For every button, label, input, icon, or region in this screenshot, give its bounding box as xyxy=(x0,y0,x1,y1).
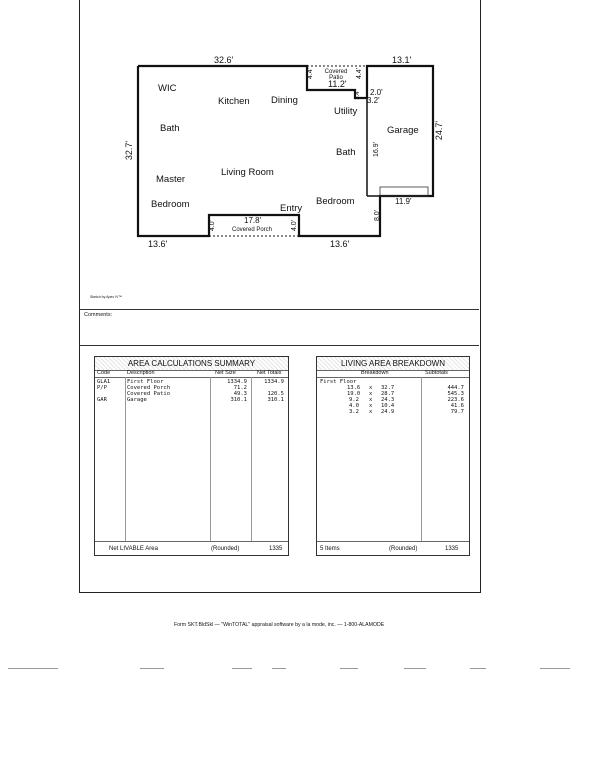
net-livable-label: Net LIVABLE Area xyxy=(109,546,158,552)
dim-porch-right: 4.0' xyxy=(291,219,299,232)
breakdown-row: 3.2 xyxy=(349,409,359,415)
area-col-desc: Description xyxy=(127,370,155,376)
room-entry: Entry xyxy=(280,203,303,214)
dim-right: 24.7' xyxy=(434,120,445,141)
room-bedroom-2: Bedroom xyxy=(316,196,355,207)
scan-artifact xyxy=(140,668,164,669)
living-breakdown-box: LIVING AREA BREAKDOWN Breakdown Subtotal… xyxy=(316,356,470,556)
dim-porch-left: 4.0' xyxy=(209,219,217,232)
room-garage: Garage xyxy=(387,125,419,136)
area-row: GLA1 xyxy=(97,379,111,385)
breakdown-total: 1335 xyxy=(445,546,459,552)
breakdown-section: First Floor xyxy=(320,379,357,385)
scan-artifact xyxy=(340,668,358,669)
house-outline xyxy=(136,64,435,238)
scan-artifact xyxy=(540,668,570,669)
breakdown-col: Breakdown xyxy=(361,370,389,376)
area-col-totals: Net Totals xyxy=(257,370,282,376)
room-bedroom-1: Bedroom xyxy=(151,199,190,210)
room-dining: Dining xyxy=(271,95,298,106)
form-footer: Form SKT.BldSkl — "WinTOTAL" appraisal s… xyxy=(174,622,385,628)
scan-artifact xyxy=(232,668,252,669)
breakdown-rounded-label: (Rounded) xyxy=(389,546,418,552)
area-col-size: Net Size xyxy=(215,370,236,376)
dim-jog-34: 3.4' xyxy=(354,90,361,100)
net-livable-value: 1335 xyxy=(269,546,283,552)
scan-artifact xyxy=(272,668,286,669)
comments-top-rule xyxy=(79,309,479,310)
page-frame xyxy=(79,0,481,593)
area-row: GAR xyxy=(97,397,107,403)
dim-garage-bottom: 11.9' xyxy=(395,197,412,206)
room-covered-patio: Covered Patio xyxy=(324,69,348,81)
garage-door xyxy=(379,186,429,197)
living-breakdown-title: LIVING AREA BREAKDOWN xyxy=(317,357,469,371)
dim-top-main: 32.6' xyxy=(214,55,234,65)
comments-bottom-rule xyxy=(79,345,479,346)
scan-artifact xyxy=(8,668,58,669)
room-bath-2: Bath xyxy=(336,147,356,158)
room-covered-porch: Covered Porch xyxy=(232,227,273,233)
sketch-credit: Sketch by Apex IV™ xyxy=(90,295,122,299)
area-rounded-label: (Rounded) xyxy=(211,546,240,552)
dim-top-garage: 13.1' xyxy=(392,55,412,65)
room-utility: Utility xyxy=(334,106,358,117)
room-bath-1: Bath xyxy=(160,123,180,134)
dim-patio-right: 4.4' xyxy=(356,67,364,80)
breakdown-row: 19.0 xyxy=(347,391,361,397)
room-master: Master xyxy=(156,174,186,185)
room-living: Living Room xyxy=(221,167,274,178)
breakdown-items: 5 Items xyxy=(320,546,340,552)
dim-left: 32.7' xyxy=(124,140,135,161)
dim-patio-width: 11.2' xyxy=(328,79,347,89)
room-wic: WIC xyxy=(158,83,177,94)
comments-label: Comments: xyxy=(84,312,113,318)
floor-plan xyxy=(136,64,435,238)
breakdown-row: 13.6 xyxy=(347,385,361,391)
area-row: P/P xyxy=(97,385,107,391)
area-summary-title: AREA CALCULATIONS SUMMARY xyxy=(95,357,288,371)
dim-porch-width: 17.8' xyxy=(244,216,262,225)
dim-patio-left: 4.4' xyxy=(307,67,315,80)
room-kitchen: Kitchen xyxy=(218,96,250,107)
breakdown-row: 4.0 xyxy=(349,403,359,409)
dim-jog-32: 3.2' xyxy=(367,96,380,105)
dim-jog-2: 2.0' xyxy=(370,88,383,97)
dim-bottom-right: 13.6' xyxy=(330,239,350,249)
dim-bedroom-side: 8.0' xyxy=(374,209,382,222)
scan-artifact xyxy=(470,668,486,669)
area-col-code: Code xyxy=(97,370,111,376)
area-summary-box: AREA CALCULATIONS SUMMARY Code Descripti… xyxy=(94,356,289,556)
scan-artifact xyxy=(404,668,426,669)
breakdown-row: 9.2 xyxy=(349,397,359,403)
dim-bottom-left: 13.6' xyxy=(148,239,168,249)
subtotals-col: Subtotals xyxy=(425,370,448,376)
dim-bath-side: 16.9' xyxy=(372,142,380,157)
